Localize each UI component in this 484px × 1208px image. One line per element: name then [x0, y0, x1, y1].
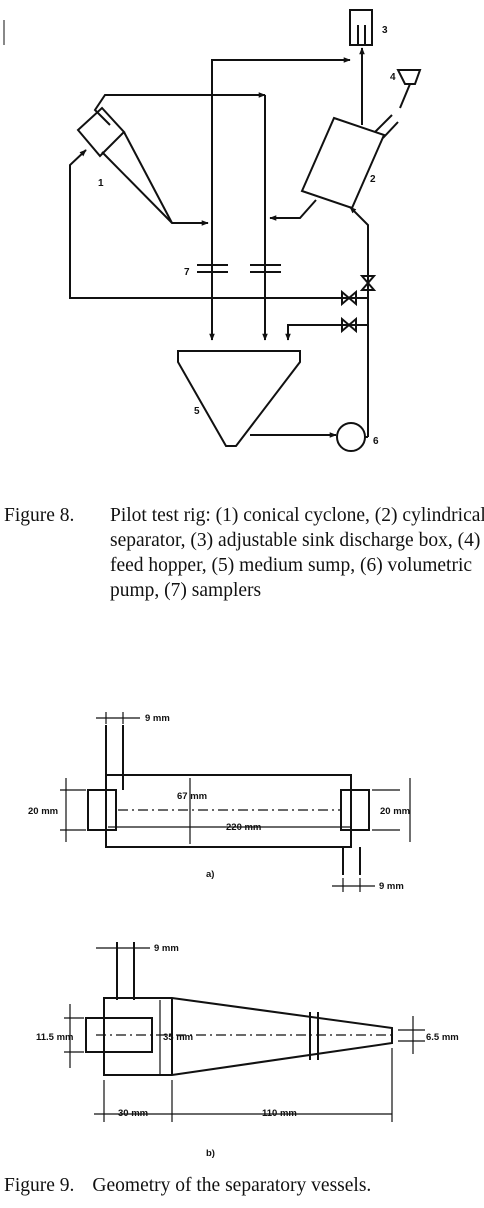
dim-cylinder-30mm: 30 mm — [118, 1108, 148, 1119]
figure9b-diagram: 9 mm 11.5 mm 35 mm 6.5 mm 30 mm 110 mm b… — [36, 942, 459, 1159]
volumetric-pump — [336, 422, 366, 452]
dim-outlet-9mm: 9 mm — [379, 881, 404, 892]
dim-diameter-67mm: 67 mm — [177, 791, 207, 802]
figure9-caption-label: Figure 9. — [4, 1175, 75, 1196]
label-separator: 2 — [370, 174, 376, 185]
valve-lower — [341, 316, 357, 334]
valve-upper — [341, 289, 357, 307]
dim-inlet-9mm: 9 mm — [145, 713, 170, 724]
dim-length-220mm: 220 mm — [226, 822, 261, 833]
valve-vertical — [359, 275, 377, 291]
figure8-caption-label: Figure 8. — [4, 505, 75, 526]
label-pump: 6 — [373, 436, 379, 447]
figure9-caption: Figure 9. Geometry of the separatory vess… — [4, 1175, 371, 1197]
dim-diameter-35mm: 35 mm — [163, 1032, 193, 1043]
dim-left-20mm: 20 mm — [28, 806, 58, 817]
dim-cone-110mm: 110 mm — [262, 1108, 297, 1119]
feed-hopper — [396, 69, 422, 85]
cylindrical-separator — [300, 116, 386, 210]
label-cyclone: 1 — [98, 178, 104, 189]
dim-right-20mm: 20 mm — [380, 806, 410, 817]
label-hopper: 4 — [390, 72, 396, 83]
label-sink-box: 3 — [382, 25, 388, 36]
dim-inlet-9mm-b: 9 mm — [154, 943, 179, 954]
dim-left-11-5mm: 11.5 mm — [36, 1032, 74, 1043]
figure9-caption-text: Geometry of the separatory vessels. — [92, 1175, 372, 1196]
dim-right-6-5mm: 6.5 mm — [426, 1032, 459, 1043]
sink-discharge-box — [349, 9, 373, 46]
separator-body — [105, 774, 352, 848]
medium-sump — [177, 350, 301, 447]
figure8-diagram: 1 2 3 4 5 6 7 — [3, 9, 422, 452]
sub-label-b: b) — [206, 1148, 215, 1159]
label-sump: 5 — [194, 406, 200, 417]
figure9a-diagram: 9 mm 20 mm 67 mm 20 mm 220 mm 9 mm a) — [28, 712, 411, 892]
sub-label-a: a) — [206, 869, 214, 880]
cyclone-body — [103, 997, 393, 1076]
label-samplers: 7 — [184, 267, 190, 278]
figure8-caption-text: Pilot test rig: (1) conical cyclone, (2)… — [110, 505, 484, 601]
